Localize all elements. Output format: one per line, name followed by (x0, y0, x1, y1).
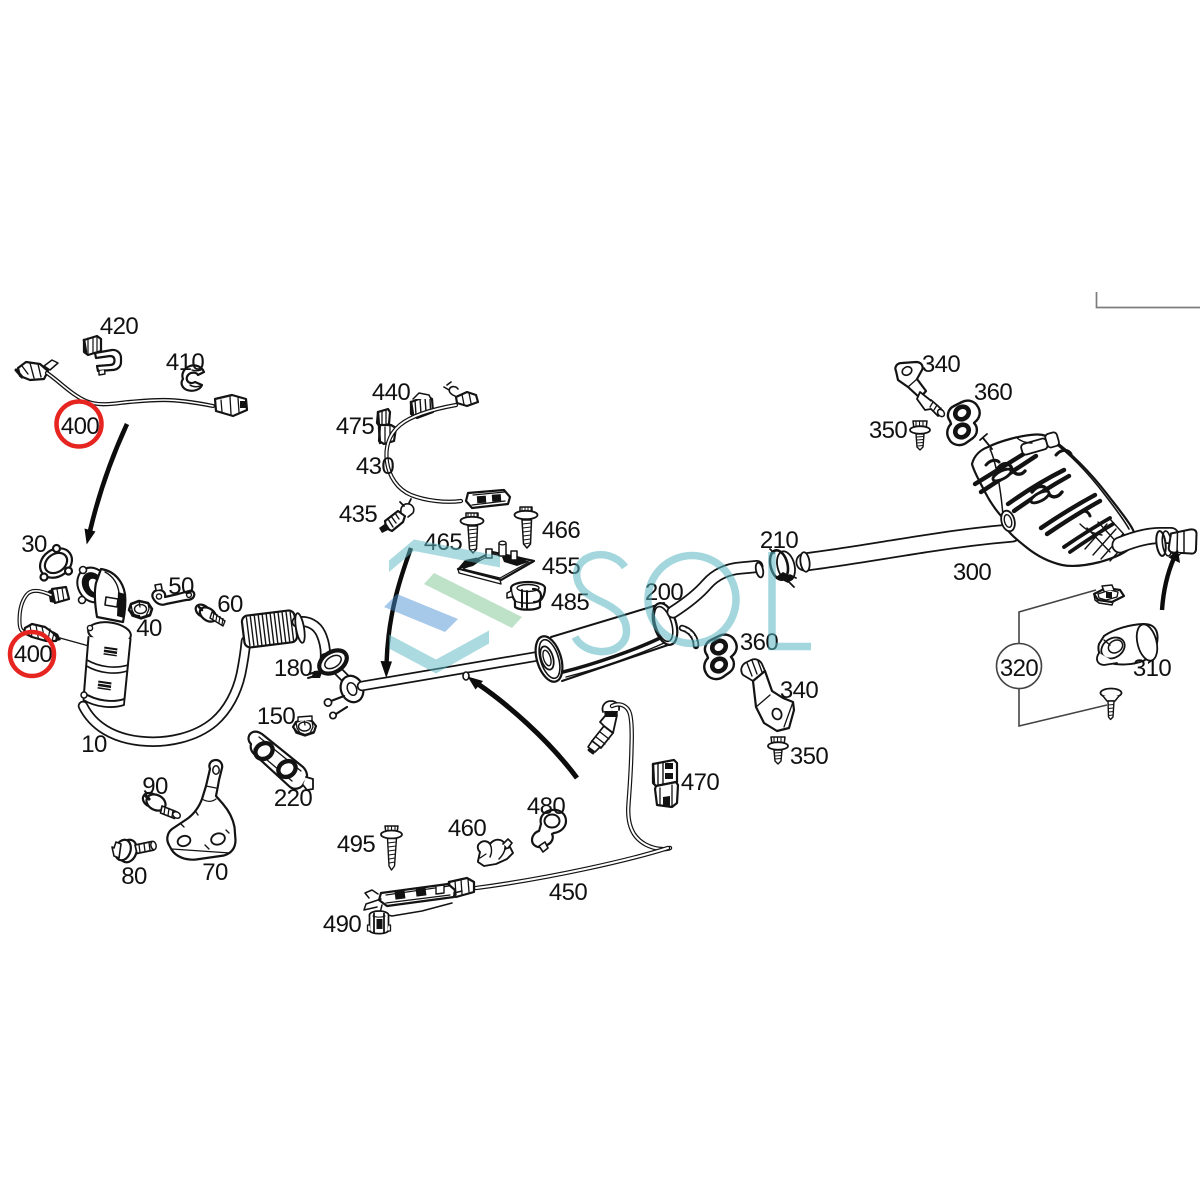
svg-text:430: 430 (356, 453, 394, 480)
svg-text:70: 70 (202, 859, 228, 886)
svg-text:490: 490 (323, 911, 361, 938)
svg-text:150: 150 (257, 703, 295, 730)
svg-text:300: 300 (953, 559, 991, 586)
svg-text:466: 466 (542, 517, 580, 544)
svg-text:220: 220 (274, 785, 312, 812)
svg-text:350: 350 (869, 417, 907, 444)
svg-text:320: 320 (1000, 655, 1038, 682)
svg-text:340: 340 (922, 351, 960, 378)
svg-text:450: 450 (549, 879, 587, 906)
svg-text:180: 180 (274, 655, 312, 682)
svg-text:350: 350 (790, 743, 828, 770)
svg-text:420: 420 (100, 313, 138, 340)
svg-text:475: 475 (336, 413, 374, 440)
svg-text:310: 310 (1133, 655, 1171, 682)
svg-text:50: 50 (168, 573, 194, 600)
svg-text:435: 435 (339, 501, 377, 528)
svg-text:30: 30 (21, 531, 47, 558)
svg-text:480: 480 (527, 793, 565, 820)
svg-text:470: 470 (681, 769, 719, 796)
svg-text:80: 80 (121, 863, 147, 890)
svg-text:410: 410 (166, 349, 204, 376)
svg-text:90: 90 (142, 773, 168, 800)
svg-text:495: 495 (337, 831, 375, 858)
svg-text:10: 10 (81, 731, 107, 758)
svg-text:440: 440 (372, 379, 410, 406)
svg-text:210: 210 (760, 527, 798, 554)
svg-text:400: 400 (14, 641, 52, 668)
svg-text:340: 340 (780, 677, 818, 704)
svg-text:460: 460 (448, 815, 486, 842)
svg-text:400: 400 (61, 413, 99, 440)
svg-text:40: 40 (136, 615, 162, 642)
svg-text:360: 360 (974, 379, 1012, 406)
svg-text:60: 60 (217, 591, 243, 618)
